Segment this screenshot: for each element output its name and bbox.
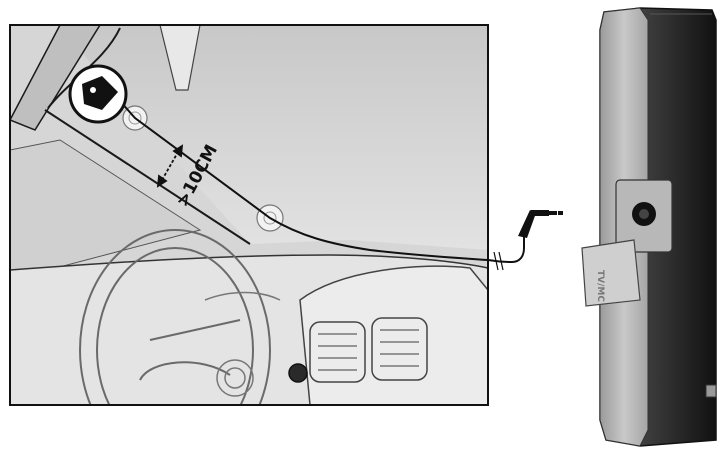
device-side-label: TV/MC xyxy=(595,270,605,302)
double-arrow-icon xyxy=(156,144,184,188)
socket-cover-flap xyxy=(581,239,641,307)
device-side-button xyxy=(705,384,717,398)
antenna-tag-icon xyxy=(68,64,128,124)
windshield xyxy=(60,25,488,250)
cable-to-device xyxy=(487,236,525,271)
side-window xyxy=(10,139,202,281)
air-vent-right xyxy=(371,317,428,381)
air-vent-left xyxy=(309,321,366,383)
center-console xyxy=(288,265,488,405)
navigation-device-side xyxy=(581,7,717,447)
antenna-cable xyxy=(111,91,488,261)
antenna-socket xyxy=(615,179,673,253)
audio-plug-icon xyxy=(518,210,563,238)
illustration-frame xyxy=(9,24,489,406)
windshield-edge xyxy=(44,109,251,245)
car-interior-illustration xyxy=(10,25,488,405)
a-pillar xyxy=(10,25,101,131)
cigarette-lighter-socket xyxy=(288,363,308,383)
mirror-mount xyxy=(159,25,201,91)
instrument-cluster xyxy=(204,291,281,397)
